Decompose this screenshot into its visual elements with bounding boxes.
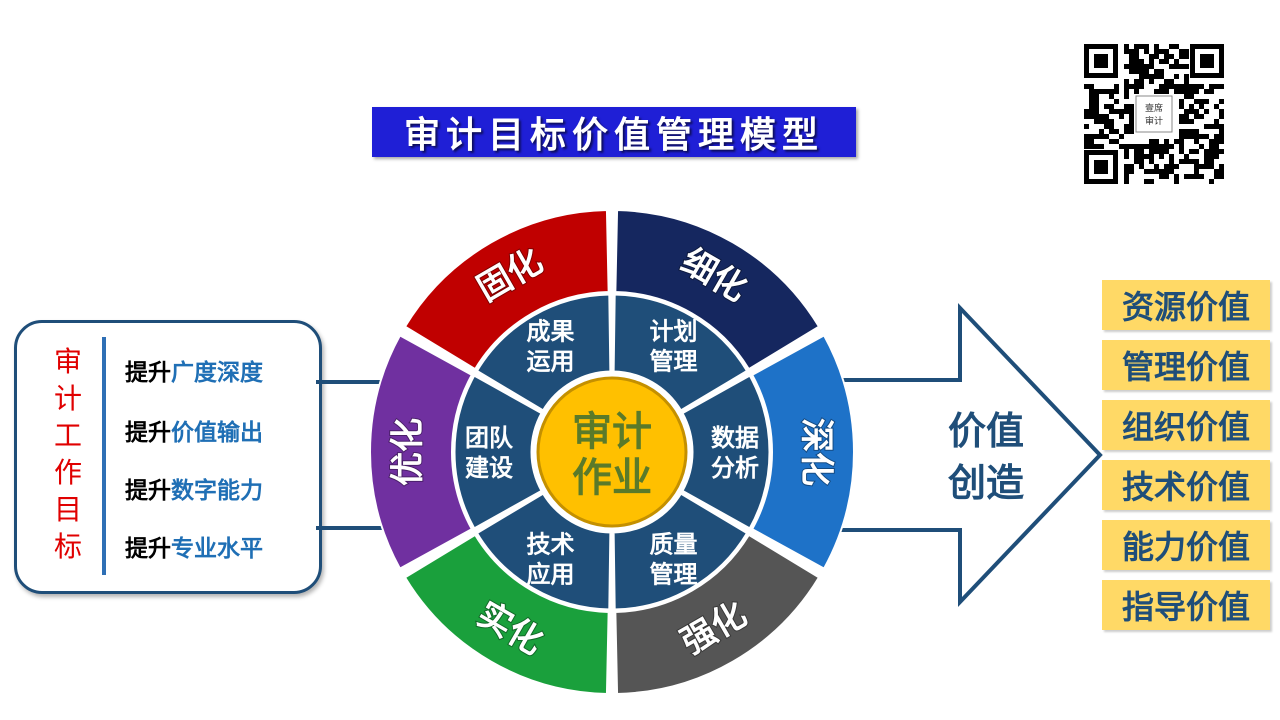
qr-badge	[1135, 95, 1173, 133]
goal-item: 提升数字能力	[125, 471, 263, 505]
goal-object: 广度深度	[171, 360, 263, 386]
outer-segment	[750, 334, 855, 570]
outer-segment	[614, 209, 821, 371]
goals-heading-char: 审	[53, 345, 82, 378]
connector-line-bottom	[316, 526, 416, 530]
goal-item: 提升价值输出	[125, 413, 263, 447]
goal-verb: 提升	[125, 420, 171, 446]
inner-segment-label: 技术	[527, 531, 575, 559]
goal-object: 数字能力	[171, 478, 263, 504]
inner-segment-label: 管理	[650, 347, 698, 375]
value-item: 技术价值	[1102, 460, 1270, 510]
value-item: 组织价值	[1102, 400, 1270, 450]
center-label: 作业	[572, 455, 652, 501]
inner-segment-label: 应用	[527, 561, 575, 589]
outer-segment	[403, 533, 610, 695]
center-label: 审计	[572, 409, 652, 455]
outer-ring: 固化细化深化强化实化优化	[369, 209, 855, 695]
qr-modules	[1084, 44, 1224, 184]
value-item: 指导价值	[1102, 580, 1270, 630]
value-item: 管理价值	[1102, 340, 1270, 390]
inner-segment-label: 成果	[527, 317, 575, 345]
value-item: 资源价值	[1102, 280, 1270, 330]
outer-segment	[369, 334, 474, 570]
goals-heading-char: 工	[53, 419, 82, 452]
inner-segment-label: 运用	[527, 347, 575, 375]
value-item: 能力价值	[1102, 520, 1270, 570]
inner-segment-label: 质量	[650, 531, 698, 559]
outer-segment-label: 优化	[388, 418, 428, 486]
goals-heading-char: 目	[53, 493, 82, 526]
goal-verb: 提升	[125, 478, 171, 504]
goals-divider	[102, 337, 106, 575]
goal-object: 专业水平	[171, 536, 263, 562]
inner-segment-label: 计划	[650, 317, 698, 345]
goal-item: 提升广度深度	[125, 353, 263, 387]
outer-segment-label: 深化	[796, 418, 836, 486]
goal-verb: 提升	[125, 360, 171, 386]
outer-segment	[403, 209, 610, 371]
outer-segment	[614, 533, 821, 695]
goals-heading: 审 计 工 作 目 标	[53, 343, 83, 565]
qr-badge-line2: 审计	[1145, 115, 1163, 127]
goals-heading-char: 计	[53, 382, 82, 415]
inner-segment-label: 数据	[711, 424, 759, 452]
connector-line-top	[316, 380, 416, 384]
qr-badge-line1: 壹席	[1145, 102, 1163, 114]
inner-segment-label: 建设	[465, 454, 513, 482]
goal-item: 提升专业水平	[125, 529, 263, 563]
title-banner: 审计目标价值管理模型	[372, 107, 856, 157]
goals-heading-char: 作	[53, 456, 82, 489]
inner-segment-label: 管理	[650, 561, 698, 589]
qr-code: 壹席 审计	[1080, 40, 1228, 188]
audit-goals-box: 审 计 工 作 目 标 提升广度深度 提升价值输出 提升数字能力 提升专业水平	[14, 320, 322, 594]
goal-verb: 提升	[125, 536, 171, 562]
inner-segment-label: 分析	[711, 454, 759, 482]
inner-segment-label: 团队	[465, 424, 514, 452]
center-circle	[536, 376, 688, 528]
goals-heading-char: 标	[53, 530, 82, 563]
qr-finder-patterns	[1084, 44, 1224, 184]
page-title: 审计目标价值管理模型	[403, 114, 824, 156]
goal-object: 价值输出	[171, 420, 263, 446]
